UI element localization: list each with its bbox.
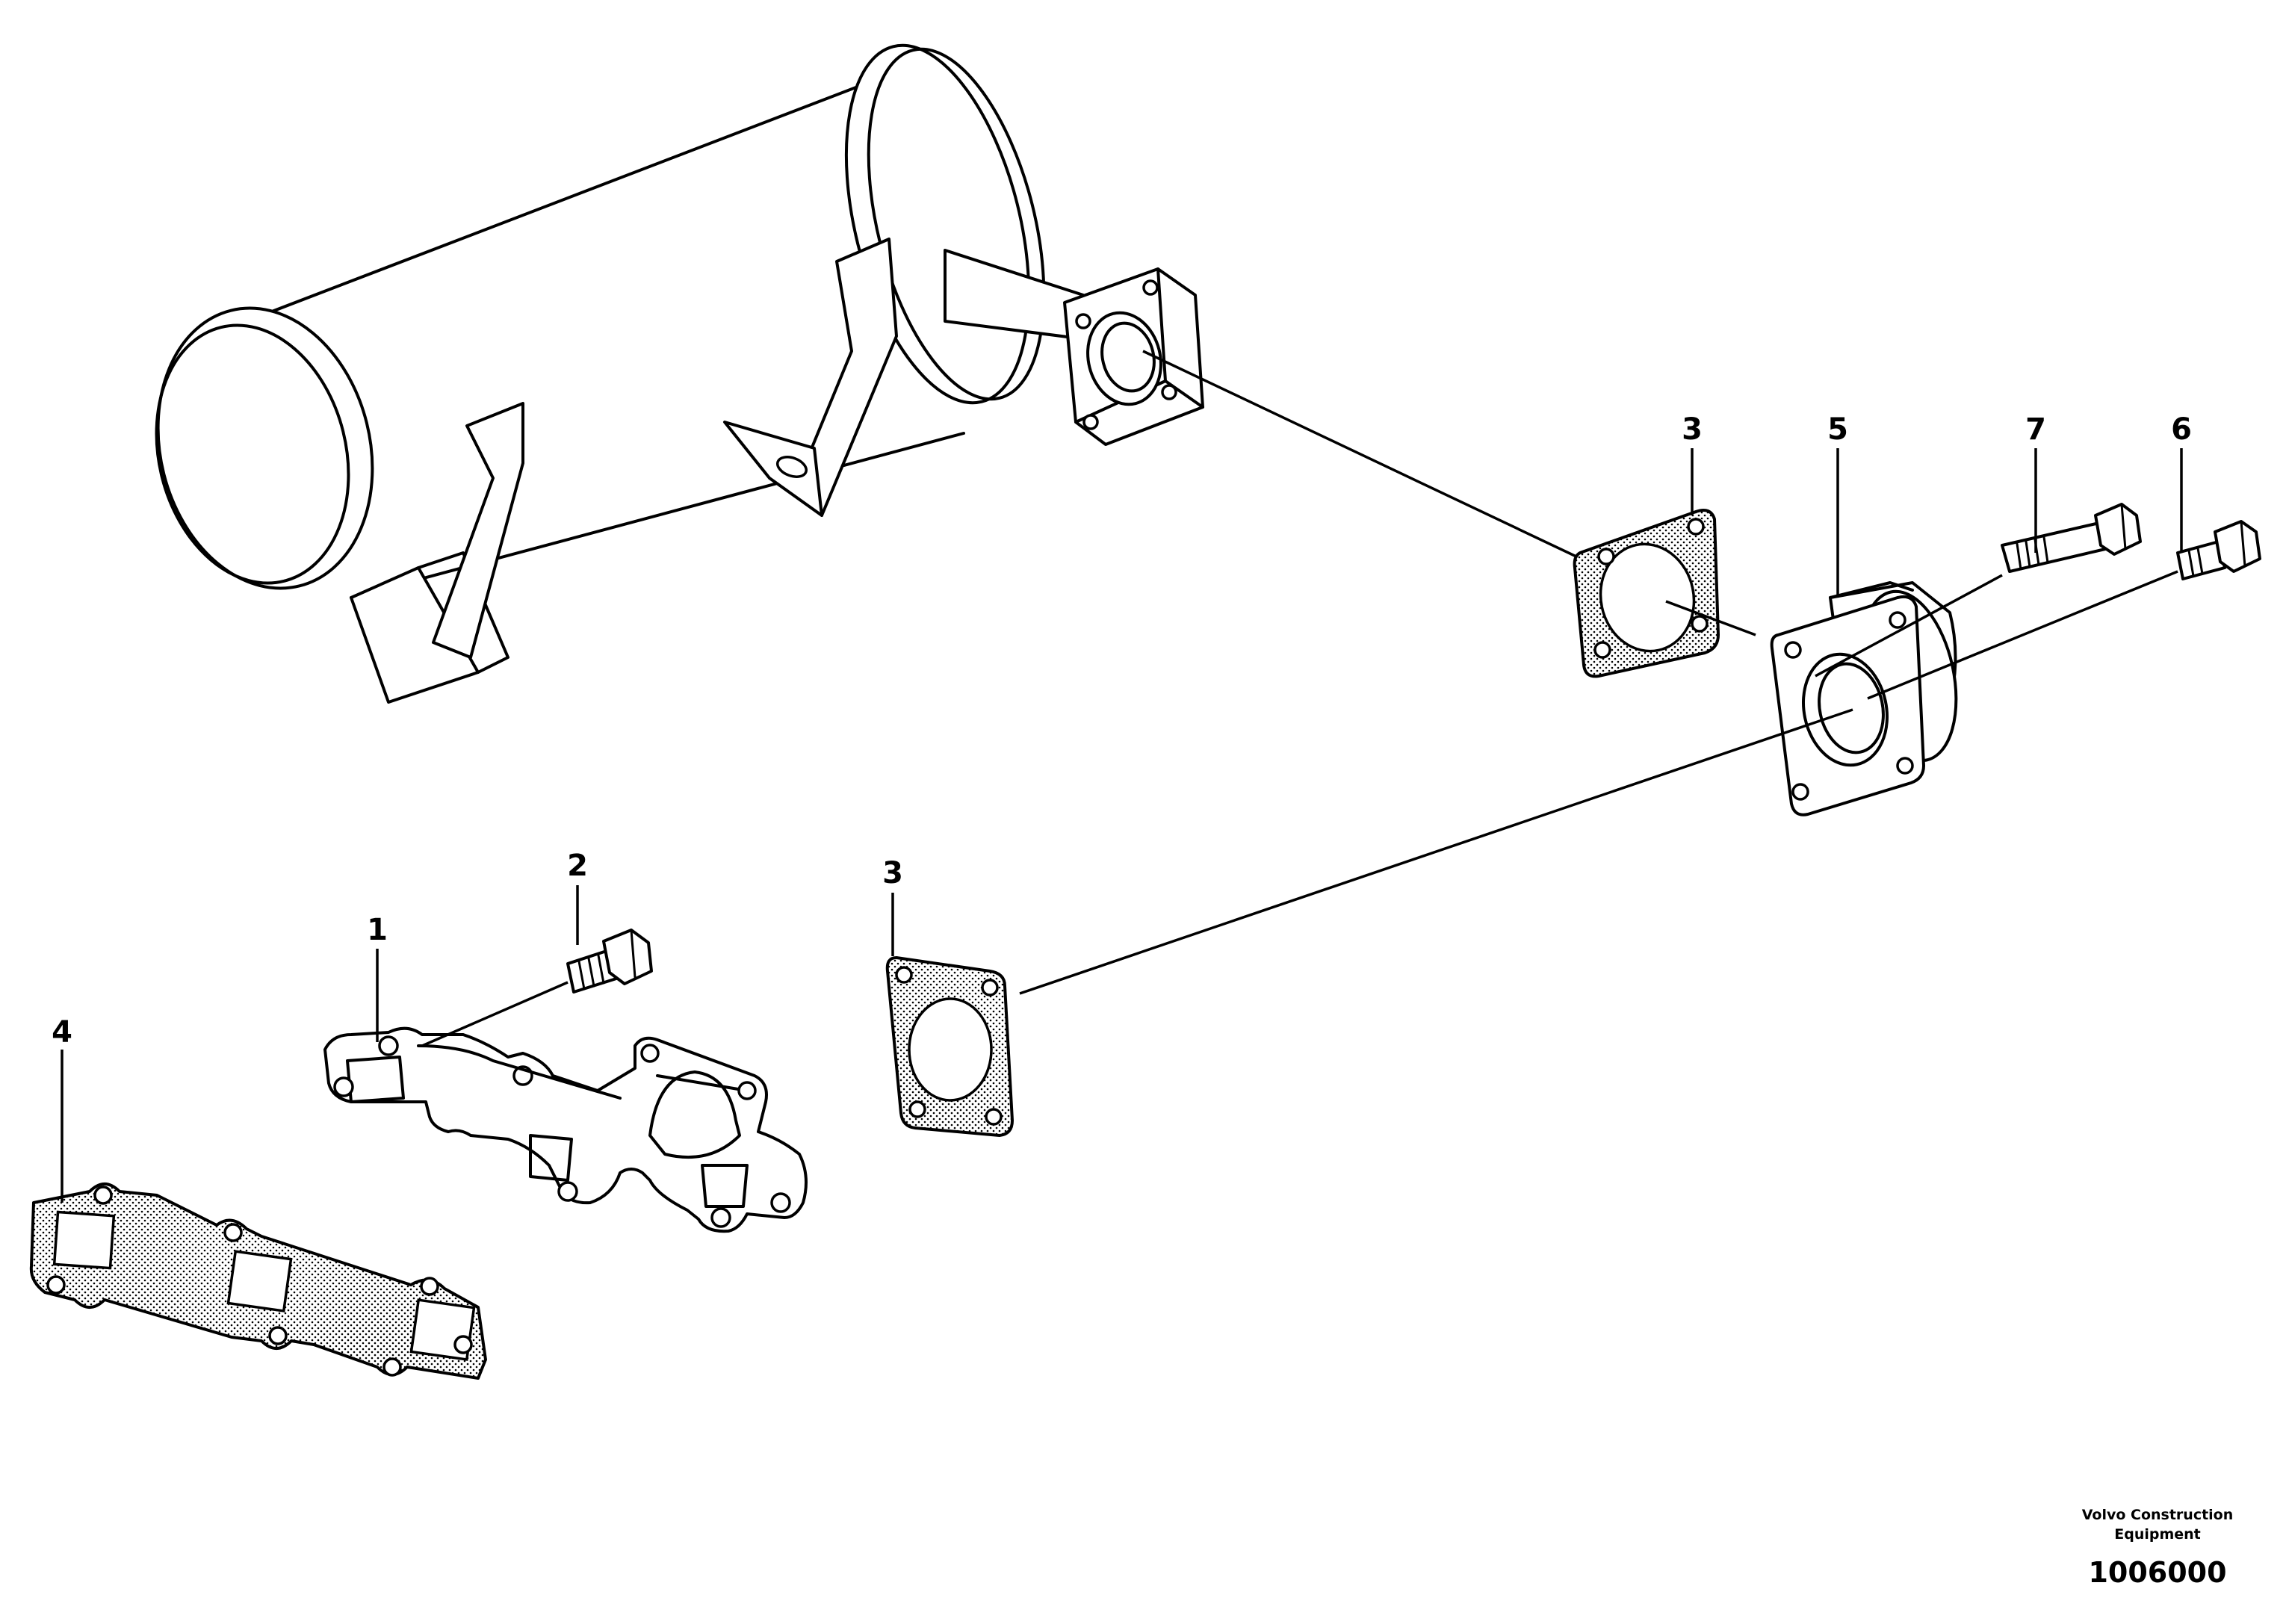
brand-line-2: Equipment [2114, 1526, 2201, 1543]
callout-7: 7 [2025, 412, 2046, 447]
muffler [155, 43, 1204, 704]
footer: Volvo Construction Equipment 1006000 [2082, 1507, 2234, 1589]
bolt-manifold [566, 929, 653, 994]
callout-leaders [61, 448, 2183, 1203]
gasket-manifold [29, 1183, 487, 1380]
adapter-flange [1770, 581, 1958, 816]
assembly-lines [421, 350, 2178, 1047]
muffler-bracket-left [432, 402, 524, 659]
callout-1: 1 [367, 913, 388, 947]
callout-2: 2 [567, 849, 588, 883]
callout-3-upper: 3 [1682, 412, 1703, 447]
gasket-upper [1573, 509, 1720, 678]
bolt-long [2001, 503, 2142, 573]
callout-labels: 1 2 3 3 4 5 6 7 [52, 412, 2192, 1050]
bolt-short [2176, 520, 2261, 580]
reference-number: 1006000 [2088, 1556, 2226, 1589]
callout-3-lower: 3 [882, 856, 903, 890]
exhaust-manifold [323, 1026, 808, 1233]
gasket-lower [885, 956, 1014, 1137]
brand-line-1: Volvo Construction [2082, 1507, 2234, 1523]
callout-4: 4 [52, 1015, 72, 1050]
callout-5: 5 [1827, 412, 1848, 447]
callout-6: 6 [2171, 412, 2192, 447]
